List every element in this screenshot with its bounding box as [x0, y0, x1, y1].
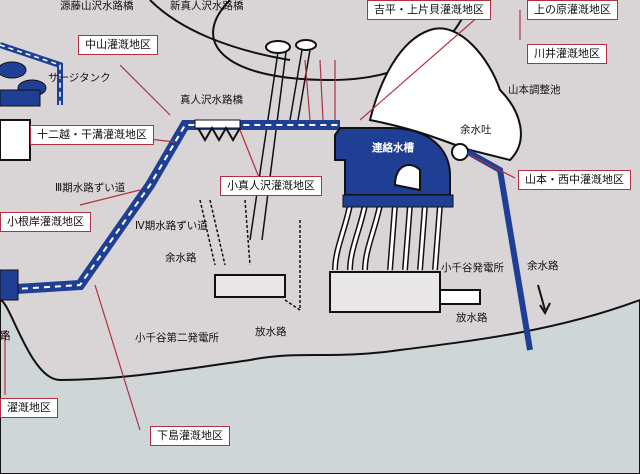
main-channel-center: [0, 124, 340, 291]
district-left-bottom: 濯漑地区: [0, 398, 58, 418]
surge-tank-1: [0, 61, 27, 79]
left-building: [0, 119, 31, 161]
label-otani-plant: 小千谷発電所: [441, 262, 504, 274]
second-plant-penstock: [199, 199, 251, 266]
label-manitozawa-bridge: 真人沢水路橋: [180, 94, 243, 106]
otani-second-building: [214, 274, 286, 298]
district-uenohara: 上の原灌漑地区: [527, 0, 618, 20]
label-yamamoto-pond: 山本調整池: [508, 84, 561, 96]
label-discharge-left: 放水路: [255, 326, 287, 338]
district-nakayama: 中山灌漑地区: [78, 35, 158, 55]
overflow-circle: [451, 143, 469, 161]
label-tunnel-3: Ⅲ期水路ずい道: [55, 182, 126, 194]
penstock-header: [342, 194, 454, 208]
penstocks-inner: [333, 204, 442, 271]
district-kawai: 川井灌漑地区: [527, 44, 607, 64]
district-kone: 小根岸灌漑地区: [0, 212, 91, 232]
leader-lines: [4, 10, 521, 431]
label-tunnel-4: Ⅳ期水路ずい道: [135, 220, 208, 232]
surge-tank-base: [0, 89, 41, 107]
link-tank: [334, 127, 451, 196]
channel-top-left-center: [0, 44, 61, 105]
second-plant-spillway: [284, 220, 301, 312]
label-spillway-left: 余水路: [165, 252, 197, 264]
intake-ring-1: [265, 40, 291, 54]
spillway-arrowhead: [539, 302, 551, 316]
label-otani-second-plant: 小千谷第二発電所: [135, 332, 219, 344]
label-discharge-right: 放水路: [456, 312, 488, 324]
district-komanitozawa: 小真人沢灌漑地区: [220, 176, 322, 196]
district-yoshihira: 吉平・上片貝灌漑地区: [367, 0, 491, 20]
road-line: [149, 0, 291, 61]
inflow-arrows: [304, 59, 336, 121]
label-link-tank: 連絡水槽: [372, 142, 414, 154]
district-yamamoto-nishinaka: 山本・西中灌漑地区: [518, 170, 631, 190]
otani-plant-annex: [439, 289, 481, 305]
intake-lines: [249, 49, 311, 241]
label-surge-tank: サージタンク: [48, 72, 111, 84]
yamamoto-pond-shape: [368, 27, 522, 162]
label-top-cut-2: 新真人沢水路橋: [170, 0, 244, 12]
label-top-cut-1: 源藤山沢水路橋: [60, 0, 134, 12]
intake-ring-2: [295, 39, 317, 51]
manitozawa-bridge-truss: [194, 119, 241, 142]
district-junikoshi: 十二越・干溝灌漑地区: [30, 125, 154, 145]
label-left-cut: 路: [0, 330, 11, 342]
left-small-tank: [0, 269, 19, 301]
district-shimojima: 下島灌漑地区: [150, 426, 230, 446]
otani-plant-building: [329, 271, 441, 313]
spillway-arrow: [537, 284, 546, 311]
label-overflow: 余水吐: [460, 124, 492, 136]
river-shape: [0, 298, 640, 474]
label-spillway-right: 余水路: [527, 260, 559, 272]
link-tank-arch: [393, 164, 421, 192]
